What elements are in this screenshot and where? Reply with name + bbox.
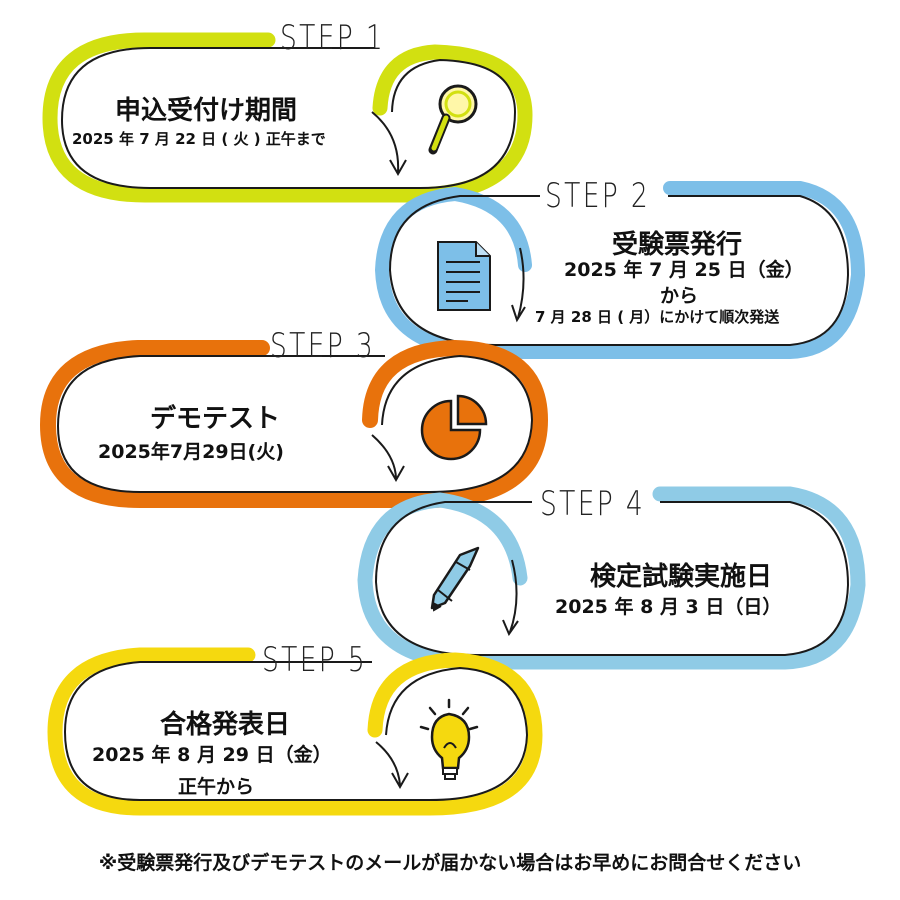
document-icon — [437, 241, 491, 311]
step1-arrow — [371, 111, 407, 177]
lightbulb-icon — [419, 698, 479, 780]
step2-line — [388, 195, 850, 346]
step4-date: 2025 年 8 月 3 日（日） — [555, 596, 782, 618]
step3-band — [39, 339, 549, 508]
step5-date: 2025 年 8 月 29 日（金） — [92, 744, 332, 766]
step2-date-end: 7 月 28 日 ( 月）にかけて順次発送 — [535, 308, 780, 326]
step3-line — [56, 354, 534, 493]
step2-arrow — [511, 247, 526, 323]
footnote: ※受験票発行及びデモテストのメールが届かない場合はお早めにお問合せください — [98, 852, 802, 874]
step5-line — [63, 661, 529, 801]
pie-chart-icon — [420, 394, 488, 461]
step3-label: STEP 3 — [270, 326, 376, 366]
step2-date: 2025 年 7 月 25 日（金） — [564, 259, 804, 281]
step5-arrow — [375, 741, 409, 790]
step1-band — [42, 32, 533, 203]
step1-line — [60, 47, 517, 189]
step2-title: 受験票発行 — [612, 230, 743, 260]
step5-time: 正午から — [178, 776, 255, 798]
magnifier-icon — [428, 84, 478, 155]
step4-label: STEP 4 — [540, 484, 646, 524]
step3-date: 2025年7月29日(火) — [98, 441, 284, 463]
step5-label: STEP 5 — [262, 640, 368, 680]
pencil-icon — [430, 546, 480, 612]
step1-title: 申込受付け期間 — [115, 96, 298, 126]
step4-arrow — [502, 559, 519, 637]
step4-title: 検定試験実施日 — [590, 562, 773, 592]
step5-title: 合格発表日 — [160, 710, 291, 740]
step3-title: デモテスト — [150, 404, 281, 434]
step2-connector: から — [660, 285, 699, 307]
step5-band — [47, 647, 543, 816]
step1-label: STEP 1 — [280, 18, 386, 58]
step3-arrow — [371, 434, 405, 483]
step1-date: 2025 年 7 月 22 日 ( 火 ) 正午まで — [72, 130, 326, 148]
step2-band — [374, 181, 866, 359]
step2-label: STEP 2 — [545, 176, 651, 216]
